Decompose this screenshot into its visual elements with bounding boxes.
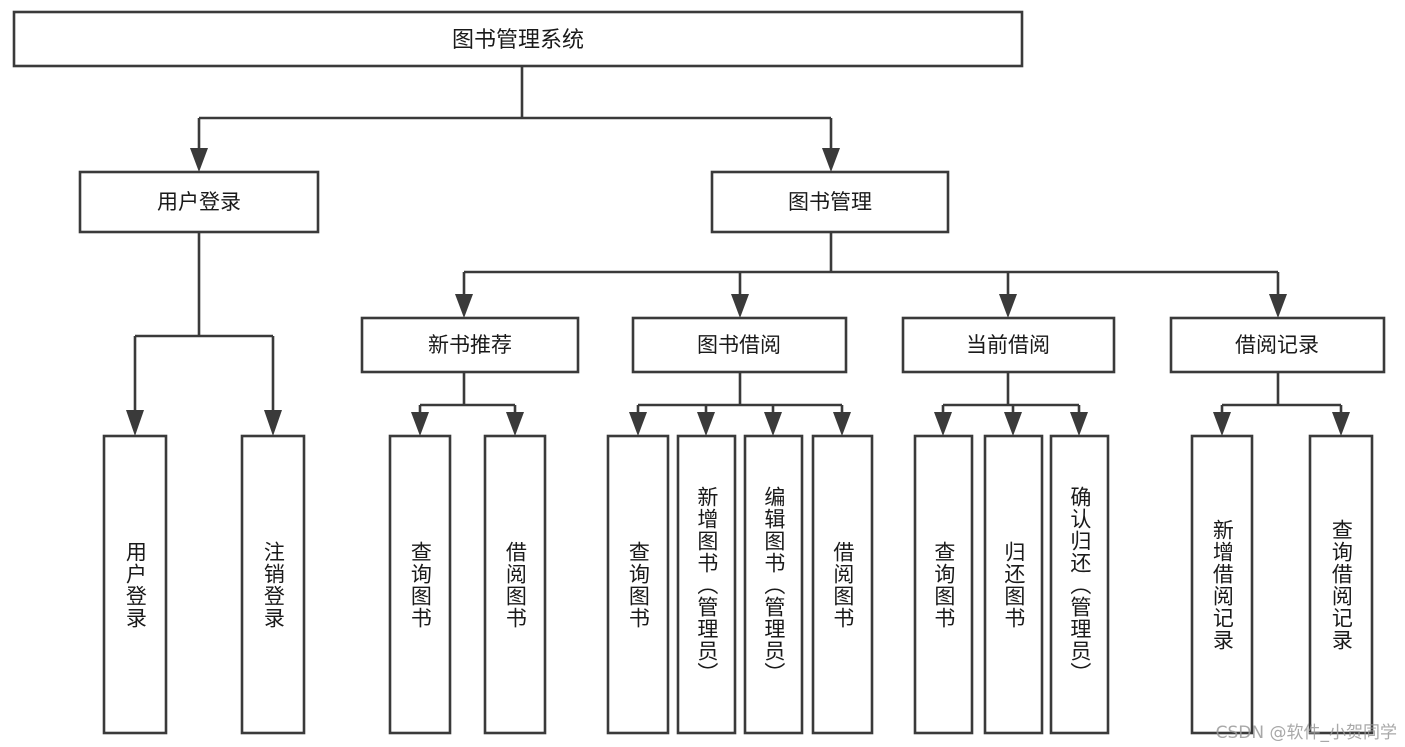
node-leaf-query-record-box[interactable] [1308,434,1374,735]
arrowhead-book-manage [822,148,840,172]
arrowhead-book-borrow [731,294,749,318]
node-borrow-record-label: 借阅记录 [1235,333,1319,357]
arrowhead-current-borrow [999,294,1017,318]
arrowhead-leaf-add-record [1213,412,1231,436]
node-root-label: 图书管理系统 [452,28,584,53]
connector-group-book-manage-to-level3 [455,232,1287,318]
node-book-borrow-label: 图书借阅 [697,333,781,357]
arrowhead-borrow-record [1269,294,1287,318]
arrowhead-leaf-query-record [1332,412,1350,436]
node-root-box[interactable] [12,10,1024,68]
node-leaf-confirm-return-box[interactable] [1049,434,1110,735]
connector-group-root-to-level2 [190,66,840,172]
node-current-borrow-label: 当前借阅 [966,333,1050,357]
arrowhead-leaf-user-logout [264,410,282,436]
node-borrow-record-box[interactable] [1169,316,1386,374]
arrowhead-leaf-borrow-book-1 [506,412,524,436]
arrowhead-leaf-query-book-3 [934,412,952,436]
node-current-borrow-box[interactable] [901,316,1116,374]
arrowhead-leaf-edit-book [764,412,782,436]
arrowhead-leaf-borrow-book-2 [833,412,851,436]
arrowhead-leaf-query-book-2 [629,412,647,436]
node-new-book-recommend[interactable]: 新书推荐 [360,316,580,374]
connector-group-book-borrow-to-leaves [629,372,851,436]
node-leaf-add-record-box[interactable] [1190,434,1254,735]
node-leaf-borrow-book-1-box[interactable] [483,434,547,735]
connector-group-borrow-record-to-leaves [1213,372,1350,436]
arrowhead-new-book-recommend [455,294,473,318]
node-user-login-box[interactable] [78,170,320,234]
node-user-login-label: 用户登录 [157,190,241,214]
connector-group-new-book-recommend-to-leaves [411,372,524,436]
arrowhead-leaf-query-book-1 [411,412,429,436]
node-leaf-edit-book-box[interactable] [743,434,804,735]
node-book-manage[interactable]: 图书管理 [710,170,950,234]
node-book-manage-label: 图书管理 [788,190,872,214]
node-current-borrow[interactable]: 当前借阅 [901,316,1116,374]
csdn-watermark: CSDN @软件_小贺同学 [1215,723,1397,743]
node-leaf-query-book-3-box[interactable] [913,434,974,735]
node-leaf-user-logout-box[interactable] [240,434,306,735]
node-leaf-add-book-box[interactable] [676,434,737,735]
arrowhead-leaf-user-login [126,410,144,436]
node-leaf-user-login-box[interactable] [102,434,168,735]
connector-group-user-login-to-leaves [126,232,282,436]
arrowhead-leaf-confirm-return [1070,412,1088,436]
arrowhead-user-login [190,148,208,172]
node-leaf-return-book-box[interactable] [983,434,1044,735]
arrowhead-leaf-return-book [1004,412,1022,436]
connector-group-current-borrow-to-leaves [934,372,1088,436]
node-book-borrow-box[interactable] [631,316,848,374]
node-leaf-query-book-2-box[interactable] [606,434,670,735]
node-new-book-recommend-box[interactable] [360,316,580,374]
node-borrow-record[interactable]: 借阅记录 [1169,316,1386,374]
node-leaf-borrow-book-2-box[interactable] [811,434,874,735]
node-book-borrow[interactable]: 图书借阅 [631,316,848,374]
node-user-login[interactable]: 用户登录 [78,170,320,234]
node-leaf-query-book-1-box[interactable] [388,434,452,735]
arrowhead-leaf-add-book [697,412,715,436]
node-root[interactable]: 图书管理系统 [12,10,1024,68]
node-new-book-recommend-label: 新书推荐 [428,333,512,357]
node-book-manage-box[interactable] [710,170,950,234]
